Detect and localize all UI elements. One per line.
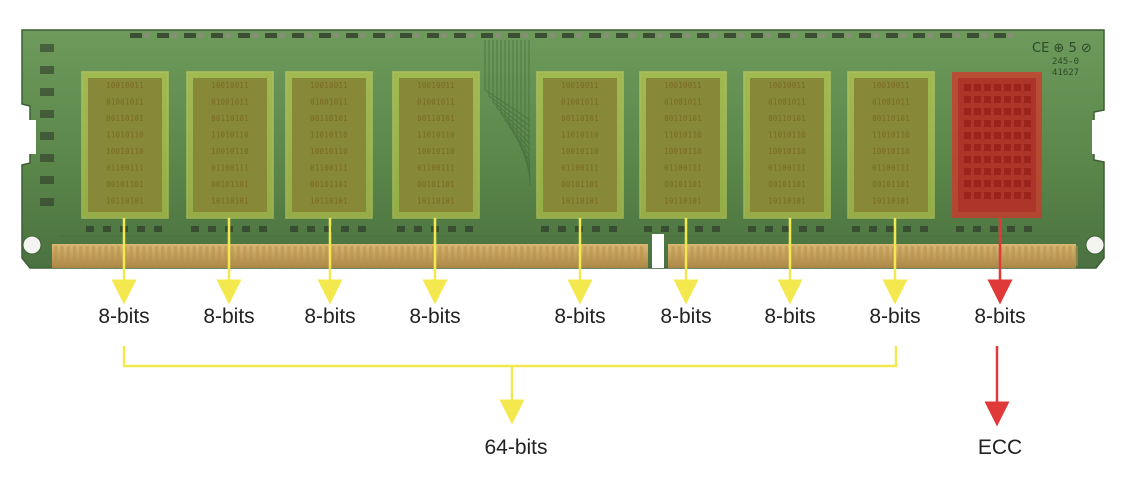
module-code-2: 41627 <box>1052 68 1079 78</box>
chip-binary-row: 01001011 <box>664 98 702 107</box>
chip-binary-row: 00110101 <box>417 114 455 123</box>
chip-highlight <box>186 71 274 219</box>
chip-binary-row: 10010011 <box>106 81 144 90</box>
chip-binary-row: 01100111 <box>417 164 455 173</box>
chip-highlight <box>392 71 480 219</box>
ce-mark: CE ⊕ 5 ⊘ <box>1032 41 1092 56</box>
chip-bits-label-6: 8-bits <box>660 305 712 328</box>
chip-highlight <box>536 71 624 219</box>
chip-binary-row: 01001011 <box>106 98 144 107</box>
chip-binary-row: 01001011 <box>417 98 455 107</box>
chip-binary-row: 10010011 <box>768 81 806 90</box>
data-chip-7: 10010011 01001011 00110101 11010110 10010110… <box>743 71 831 219</box>
chip-bits-label-2: 8-bits <box>203 305 255 328</box>
chip-highlight <box>743 71 831 219</box>
chip-binary-row: 01100111 <box>310 164 348 173</box>
chip-binary-row: 00101101 <box>561 180 599 189</box>
chip-binary-row: 01100111 <box>664 164 702 173</box>
chip-binary-row: 00101101 <box>106 180 144 189</box>
ecc-chip-bits-label: 8-bits <box>974 305 1026 328</box>
chip-binary-row: 00101101 <box>872 180 910 189</box>
chip-binary-row: 00110101 <box>310 114 348 123</box>
chip-binary-row: 01001011 <box>872 98 910 107</box>
chip-binary-row: 10010110 <box>664 147 702 156</box>
chip-binary-row: 11010110 <box>417 131 455 140</box>
module-code-1: 245-0 <box>1052 57 1079 67</box>
chip-binary-row: 10110101 <box>106 197 144 206</box>
chip-binary-row: 11010110 <box>310 131 348 140</box>
data-chip-4: 10010011 01001011 00110101 11010110 10010110… <box>392 71 480 219</box>
data-chip-6: 10010011 01001011 00110101 11010110 10010110… <box>639 71 727 219</box>
chip-binary-row: 00101101 <box>664 180 702 189</box>
chip-binary-row: 10010011 <box>211 81 249 90</box>
chip-binary-row: 00110101 <box>664 114 702 123</box>
chip-binary-row: 01100111 <box>211 164 249 173</box>
chip-bits-label-1: 8-bits <box>98 305 150 328</box>
chip-binary-row: 00110101 <box>561 114 599 123</box>
chip-binary-row: 10010011 <box>310 81 348 90</box>
chip-highlight <box>847 71 935 219</box>
chip-binary-row: 10110101 <box>561 197 599 206</box>
64-bit-bracket <box>122 346 898 368</box>
chip-binary-row: 11010110 <box>561 131 599 140</box>
chip-binary-row: 10010110 <box>106 147 144 156</box>
chip-bits-label-3: 8-bits <box>304 305 356 328</box>
chip-binary-row: 01001011 <box>768 98 806 107</box>
chip-binary-row: 01100111 <box>106 164 144 173</box>
chip-binary-row: 11010110 <box>872 131 910 140</box>
chip-binary-row: 10010110 <box>211 147 249 156</box>
chip-binary-row: 11010110 <box>211 131 249 140</box>
chip-bits-label-4: 8-bits <box>409 305 461 328</box>
ecc-chip <box>952 72 1042 218</box>
key-notch <box>652 234 664 268</box>
chip-binary-row: 00110101 <box>106 114 144 123</box>
chip-binary-row: 10110101 <box>768 197 806 206</box>
data-chip-5: 10010011 01001011 00110101 11010110 10010110… <box>536 71 624 219</box>
chip-binary-row: 10110101 <box>872 197 910 206</box>
chip-binary-row: 01001011 <box>310 98 348 107</box>
chip-highlight <box>285 71 373 219</box>
chip-binary-row: 10010110 <box>768 147 806 156</box>
chip-binary-row: 10110101 <box>664 197 702 206</box>
chip-binary-row: 01100111 <box>561 164 599 173</box>
chip-highlight <box>639 71 727 219</box>
chip-binary-row: 11010110 <box>106 131 144 140</box>
chip-binary-row: 10110101 <box>310 197 348 206</box>
chip-bits-label-5: 8-bits <box>554 305 606 328</box>
chip-binary-row: 00110101 <box>872 114 910 123</box>
chip-binary-row: 10010110 <box>561 147 599 156</box>
chip-bits-label-7: 8-bits <box>764 305 816 328</box>
data-chip-8: 10010011 01001011 00110101 11010110 10010110… <box>847 71 935 219</box>
chip-binary-row: 10110101 <box>417 197 455 206</box>
chip-binary-row: 01001011 <box>211 98 249 107</box>
chip-binary-row: 10010110 <box>417 147 455 156</box>
data-chip-3: 10010011 01001011 00110101 11010110 10010110… <box>285 71 373 219</box>
chip-binary-row: 00110101 <box>211 114 249 123</box>
chip-binary-row: 10010110 <box>310 147 348 156</box>
chip-binary-row: 01001011 <box>561 98 599 107</box>
chip-binary-row: 01100111 <box>872 164 910 173</box>
data-chip-1: 10010011 01001011 00110101 11010110 10010110… <box>81 71 169 219</box>
chip-binary-row: 11010110 <box>664 131 702 140</box>
chip-binary-row: 00101101 <box>211 180 249 189</box>
ecc-label: ECC <box>977 436 1023 459</box>
chip-binary-row: 10010110 <box>872 147 910 156</box>
chip-binary-row: 10010011 <box>417 81 455 90</box>
chip-binary-row: 11010110 <box>768 131 806 140</box>
chip-binary-row: 10010011 <box>561 81 599 90</box>
chip-binary-row: 00110101 <box>768 114 806 123</box>
chip-binary-row: 00101101 <box>768 180 806 189</box>
chip-binary-row: 10010011 <box>872 81 910 90</box>
chip-binary-row: 10010011 <box>664 81 702 90</box>
chip-binary-row: 01100111 <box>768 164 806 173</box>
chip-bits-label-8: 8-bits <box>869 305 921 328</box>
data-chip-2: 10010011 01001011 00110101 11010110 10010110… <box>186 71 274 219</box>
chip-binary-row: 00101101 <box>310 180 348 189</box>
chip-binary-row: 10110101 <box>211 197 249 206</box>
total-bits-label: 64-bits <box>484 436 548 459</box>
chip-binary-row: 00101101 <box>417 180 455 189</box>
